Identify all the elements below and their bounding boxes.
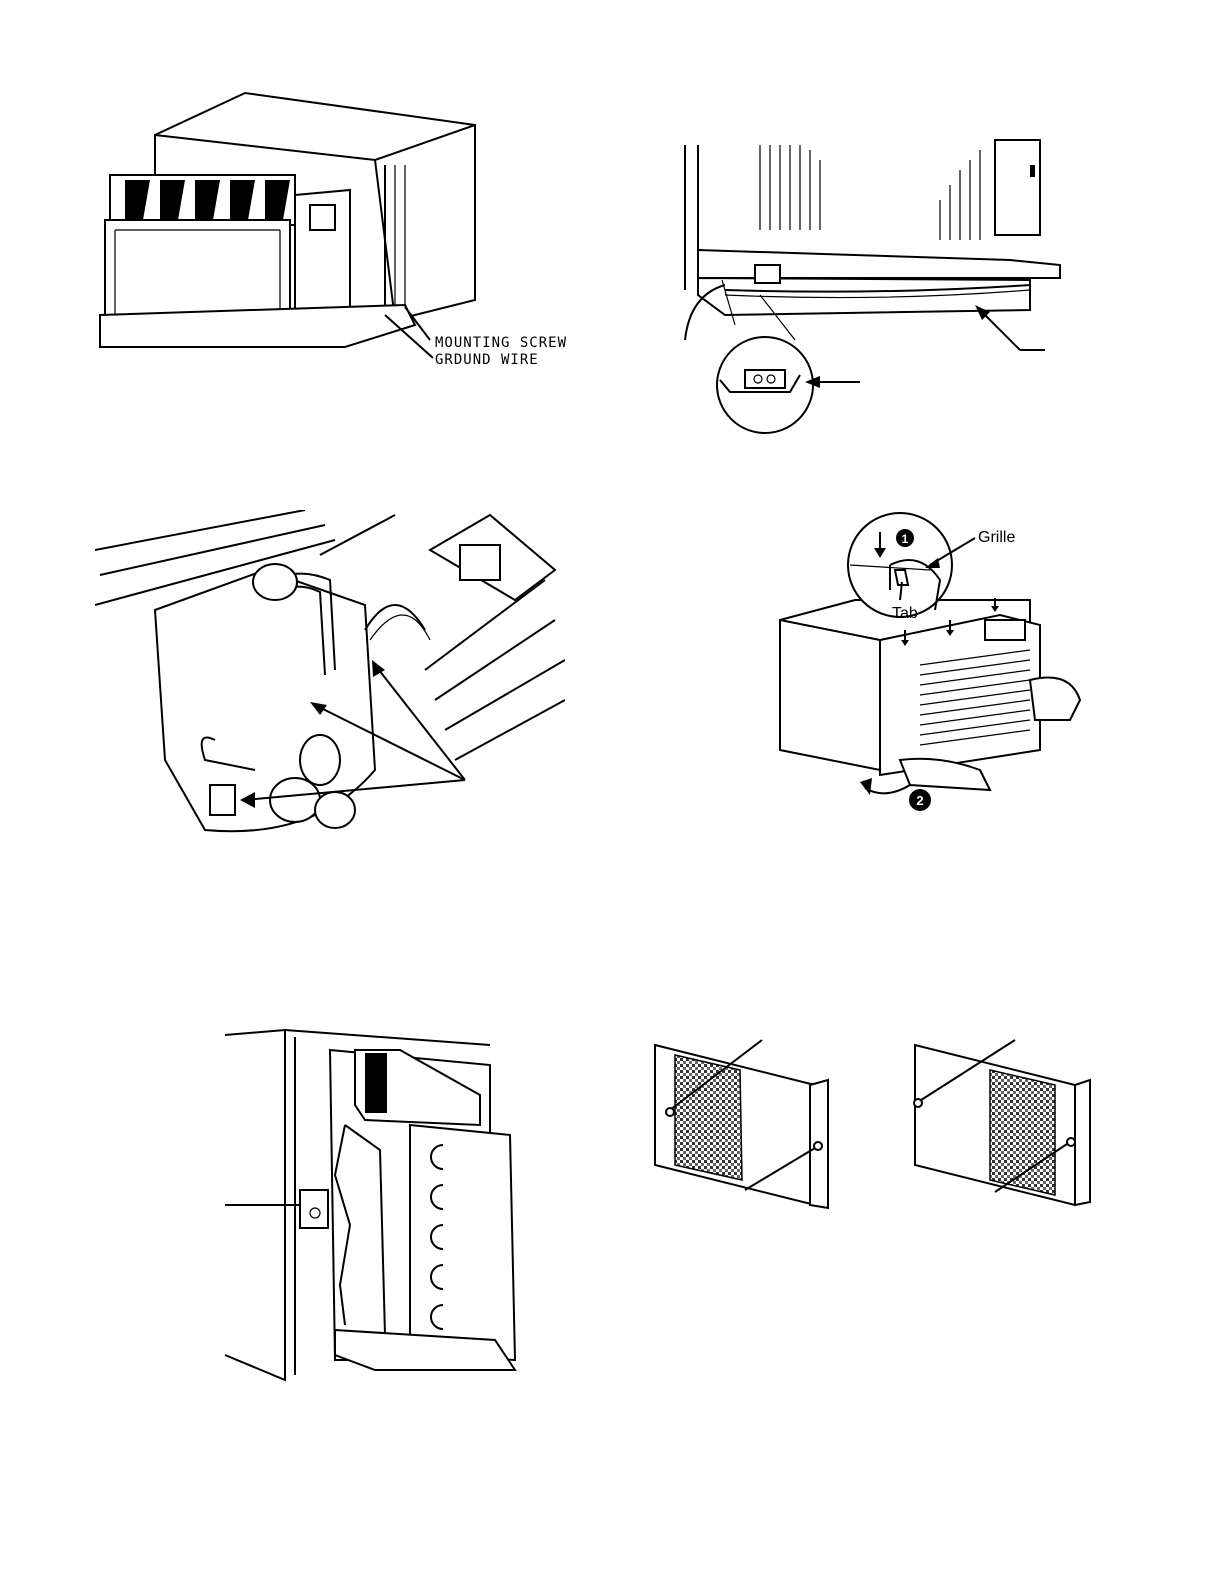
side-bracket-drawing [225, 1025, 525, 1385]
filter-mesh-right [990, 1070, 1055, 1195]
hand-right [1030, 678, 1080, 721]
grille-removal-drawing: 2 1 Grille Tab [780, 520, 1100, 820]
right-coil [940, 150, 980, 240]
filter-panel-right [914, 1040, 1090, 1205]
figure-side-bracket [225, 1025, 525, 1385]
compressor-drawing [95, 510, 565, 835]
mounting-screw-label: MOUNTING SCREW [435, 335, 567, 351]
filter-panel-left [655, 1040, 828, 1208]
figure-base-pan [650, 130, 1070, 435]
left-coil [760, 145, 820, 230]
hand-left [900, 759, 990, 790]
base-pan-drawing [650, 130, 1070, 435]
step-1-number: 1 [902, 532, 909, 546]
arrow-2 [375, 665, 465, 780]
figure-compressor [95, 510, 565, 835]
grille-label: Grille [978, 529, 1015, 546]
tab-label: Tab [892, 605, 918, 622]
figure-filter-panels [650, 1040, 1090, 1210]
unit-interior-drawing: MOUNTING SCREW GRDUND WIRE [95, 85, 565, 385]
bracket [300, 1190, 328, 1228]
figure-unit-interior: MOUNTING SCREW GRDUND WIRE [95, 85, 565, 385]
figure-grille-removal: 2 1 Grille Tab [780, 520, 1100, 820]
header-dark-block [365, 1053, 387, 1113]
filter-panels-drawing [650, 1040, 1090, 1210]
filter-mesh-left [675, 1055, 742, 1180]
step-2-number: 2 [916, 793, 923, 808]
ground-wire-label: GRDUND WIRE [435, 352, 539, 368]
